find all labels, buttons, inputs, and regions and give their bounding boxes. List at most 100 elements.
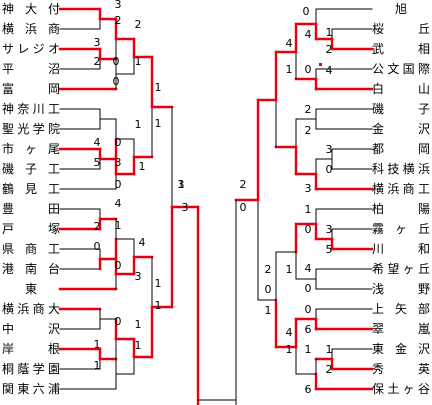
- right-score: 0: [304, 303, 312, 316]
- left-team-7: 聖光学院: [2, 122, 60, 136]
- left-team-1: 神 大 付: [2, 2, 60, 16]
- left-score: 2: [93, 220, 101, 233]
- right-team-1: 旭: [394, 2, 407, 16]
- left-score: 0: [114, 259, 122, 272]
- right-score: 2: [325, 363, 333, 376]
- left-team-9: 磯 子 工: [2, 162, 60, 176]
- left-score: 1: [134, 318, 142, 331]
- right-team-5: 白 山: [372, 82, 430, 96]
- right-team-13: 川 和: [372, 242, 430, 256]
- right-score: 0: [325, 163, 333, 176]
- right-score: 1: [304, 203, 312, 216]
- left-score: 0: [112, 75, 120, 88]
- left-score: 1: [154, 277, 162, 290]
- left-score: 1: [154, 117, 162, 130]
- left-team-19: 桐蔭学園: [2, 362, 60, 376]
- final-score: 3: [181, 201, 189, 214]
- left-team-5: 富 岡: [2, 82, 60, 96]
- left-score: 1: [138, 160, 146, 173]
- left-score: 0: [93, 240, 101, 253]
- left-score: 1: [154, 81, 162, 94]
- right-score: 1: [285, 63, 293, 76]
- left-score: 2: [134, 18, 142, 31]
- left-score: 3: [134, 270, 142, 283]
- right-team-9: 科技横浜: [372, 162, 430, 176]
- left-team-15: 東: [24, 282, 37, 296]
- left-team-6: 神奈川工: [2, 102, 60, 116]
- right-score: 2: [304, 103, 312, 116]
- right-score: 4: [325, 64, 333, 77]
- left-score: 5: [93, 156, 101, 169]
- left-score: 0: [114, 315, 122, 328]
- left-team-20: 関東六浦: [2, 382, 60, 396]
- left-score: 3: [93, 36, 101, 49]
- right-team-8: 都 岡: [372, 142, 430, 156]
- right-score: 0: [264, 283, 272, 296]
- final-score: 0: [239, 201, 247, 214]
- left-team-4: 平 沼: [2, 62, 60, 76]
- left-score: 0: [112, 55, 120, 68]
- right-team-17: 翠 嵐: [372, 322, 430, 336]
- right-score: 4: [304, 262, 312, 275]
- right-team-3: 武 相: [372, 42, 430, 56]
- left-score: 2: [93, 55, 101, 68]
- right-score: 4: [285, 326, 293, 339]
- left-score: 1: [154, 299, 162, 312]
- right-score: 2: [325, 43, 333, 56]
- right-team-7: 金 沢: [372, 122, 430, 136]
- right-score: 3: [304, 182, 312, 195]
- right-team-12: 霧 ヶ 丘: [372, 222, 430, 236]
- right-score: 3: [325, 143, 333, 156]
- right-score: 0: [304, 223, 312, 236]
- right-score: 1: [325, 343, 333, 356]
- left-team-16: 横浜商大: [2, 302, 60, 316]
- right-team-6: 磯 子: [372, 102, 430, 116]
- left-score: 3: [114, 156, 122, 169]
- left-team-3: サレジオ: [2, 42, 60, 56]
- right-team-11: 柏 陽: [372, 202, 430, 216]
- left-score: 1: [93, 338, 101, 351]
- right-team-14: 希望ヶ丘: [372, 262, 430, 276]
- marker-dot: [319, 63, 322, 66]
- right-team-18: 東 金 沢: [372, 342, 430, 356]
- left-score: 2: [114, 14, 122, 27]
- right-score: 0: [302, 5, 310, 18]
- right-team-10: 横浜商工: [372, 182, 430, 196]
- right-score: 2: [304, 124, 312, 137]
- left-team-10: 鶴 見 工: [2, 182, 60, 196]
- left-team-8: 市 ヶ 尾: [2, 142, 60, 156]
- right-team-4: 公文国際: [372, 62, 430, 76]
- left-team-14: 港 南 台: [2, 262, 60, 276]
- right-score: 4: [304, 28, 312, 41]
- right-score: 6: [304, 323, 312, 336]
- right-team-19: 秀 英: [372, 362, 430, 376]
- left-score: 4: [138, 236, 146, 249]
- right-score: 1: [325, 26, 333, 39]
- right-team-2: 桜 丘: [372, 22, 430, 36]
- left-score: 3: [114, 0, 122, 11]
- left-score: 1: [114, 219, 122, 232]
- left-team-12: 戸 塚: [2, 222, 60, 236]
- left-team-11: 豊 田: [2, 202, 60, 216]
- right-score: 3: [325, 223, 333, 236]
- right-score: 6: [304, 383, 312, 396]
- final-score: 2: [239, 178, 247, 191]
- left-score: 3: [177, 178, 185, 191]
- left-score: 1: [93, 359, 101, 372]
- final-score: 1: [177, 178, 185, 191]
- right-score: 2: [264, 263, 272, 276]
- right-score: 1: [285, 343, 293, 356]
- right-team-20: 保土ヶ谷: [372, 382, 430, 396]
- left-score: 0: [114, 136, 122, 149]
- right-team-15: 浅 野: [372, 282, 430, 296]
- left-score: 4: [93, 136, 101, 149]
- left-score: 1: [134, 339, 142, 352]
- right-score: 1: [264, 304, 272, 317]
- right-score: 5: [325, 243, 333, 256]
- right-score: 0: [304, 282, 312, 295]
- left-score: 1: [134, 55, 142, 68]
- left-score: 0: [114, 178, 122, 191]
- right-score: 0: [304, 63, 312, 76]
- left-team-18: 岸 根: [2, 342, 60, 356]
